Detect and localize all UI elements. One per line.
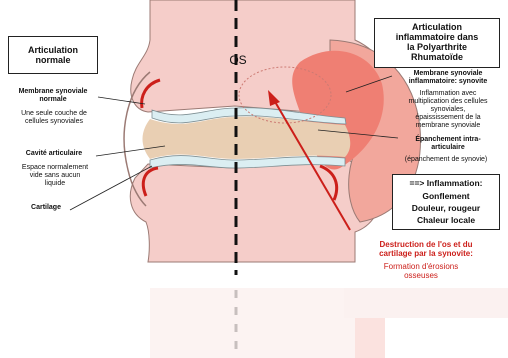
mirror-reflection (0, 268, 508, 358)
effusion-title: Épanchement intra- articulaire (392, 136, 504, 152)
effusion-desc: (épanchement de synovie) (386, 156, 506, 164)
normal-joint-title-box: Articulation normale (8, 36, 98, 74)
cavity-title: Cavité articulaire (10, 150, 98, 158)
destruction-title: Destruction de l'os et du cartilage par … (344, 240, 508, 258)
membrane-normal-title: Membrane synoviale normale (6, 88, 100, 104)
cartilage-label: Cartilage (18, 204, 74, 212)
inflammation-signs-box: ==> Inflammation: Gonflement Douleur, ro… (392, 174, 500, 230)
membrane-normal-desc: Une seule couche de cellules synoviales (8, 110, 100, 126)
synovitis-title: Membrane synoviale inflammatoire: synovi… (390, 70, 506, 86)
bone-label: OS (218, 54, 258, 68)
cavity-desc: Espace normalement vide sans aucun liqui… (10, 164, 100, 188)
lower-bone (130, 160, 380, 262)
synovitis-desc: Inflammation avec multiplication des cel… (392, 90, 504, 130)
inflammatory-joint-title-box: Articulation inflammatoire dans la Polya… (374, 18, 500, 68)
